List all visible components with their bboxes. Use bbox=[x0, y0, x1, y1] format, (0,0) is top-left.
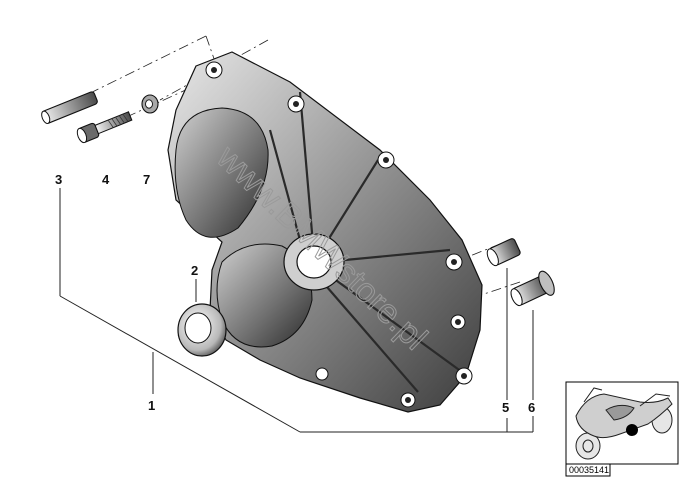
reference-number: 00035141 bbox=[569, 465, 609, 475]
washer-part bbox=[141, 94, 159, 114]
bushing-part bbox=[486, 238, 521, 267]
motorcycle-thumbnail-icon bbox=[575, 387, 673, 460]
callout-7: 7 bbox=[143, 172, 150, 187]
callout-1: 1 bbox=[148, 398, 155, 413]
leader-lines bbox=[59, 188, 534, 433]
bolt-part bbox=[76, 111, 133, 144]
seal-ring-part bbox=[177, 303, 227, 357]
callout-4: 4 bbox=[102, 172, 110, 187]
cover-part bbox=[167, 51, 483, 413]
callout-labels: 1 2 3 4 5 6 7 bbox=[55, 172, 535, 415]
location-marker bbox=[626, 424, 638, 436]
callout-2: 2 bbox=[191, 263, 198, 278]
flanged-bushing-part bbox=[510, 270, 555, 307]
callout-6: 6 bbox=[528, 400, 535, 415]
dowel-sleeve-part bbox=[41, 91, 98, 124]
reference-number-box: 00035141 bbox=[565, 463, 611, 477]
motorcycle-thumbnail bbox=[565, 381, 679, 465]
callout-5: 5 bbox=[502, 400, 509, 415]
callout-3: 3 bbox=[55, 172, 62, 187]
